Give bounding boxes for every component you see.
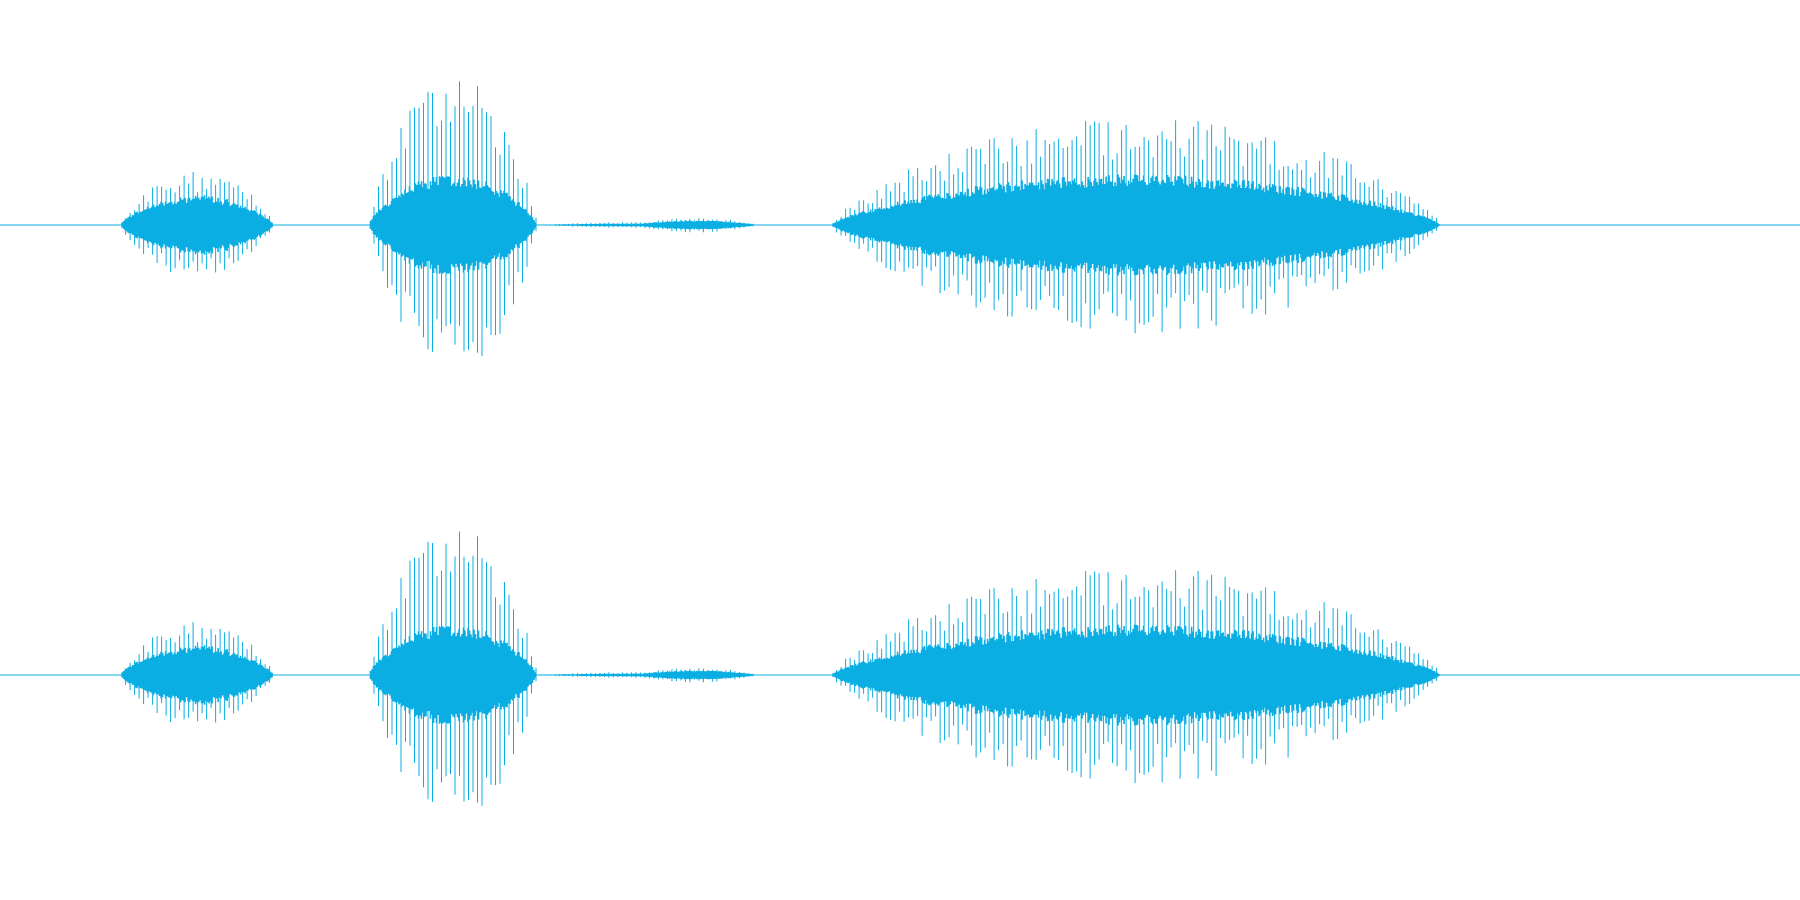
waveform-segment bbox=[636, 668, 757, 683]
channel-left-waveform bbox=[0, 81, 1800, 356]
waveform-segment bbox=[832, 120, 1440, 334]
waveform-segment bbox=[121, 172, 273, 273]
waveform-peaks bbox=[639, 668, 754, 683]
waveform-peaks bbox=[639, 218, 754, 233]
waveform-segment bbox=[636, 218, 757, 233]
waveform-peaks bbox=[836, 120, 1438, 334]
waveform-peaks bbox=[125, 172, 271, 273]
waveform-peaks bbox=[373, 81, 537, 356]
waveform-segment bbox=[369, 81, 537, 356]
waveform-peaks bbox=[373, 531, 537, 806]
channel-right-waveform bbox=[0, 531, 1800, 806]
waveform-body bbox=[369, 626, 537, 724]
waveform-peaks bbox=[125, 622, 271, 723]
waveform-segment bbox=[832, 570, 1440, 784]
waveform-segment bbox=[369, 531, 537, 806]
waveform-peaks bbox=[836, 570, 1438, 784]
waveform-segment bbox=[121, 622, 273, 723]
waveform-body bbox=[369, 176, 537, 274]
